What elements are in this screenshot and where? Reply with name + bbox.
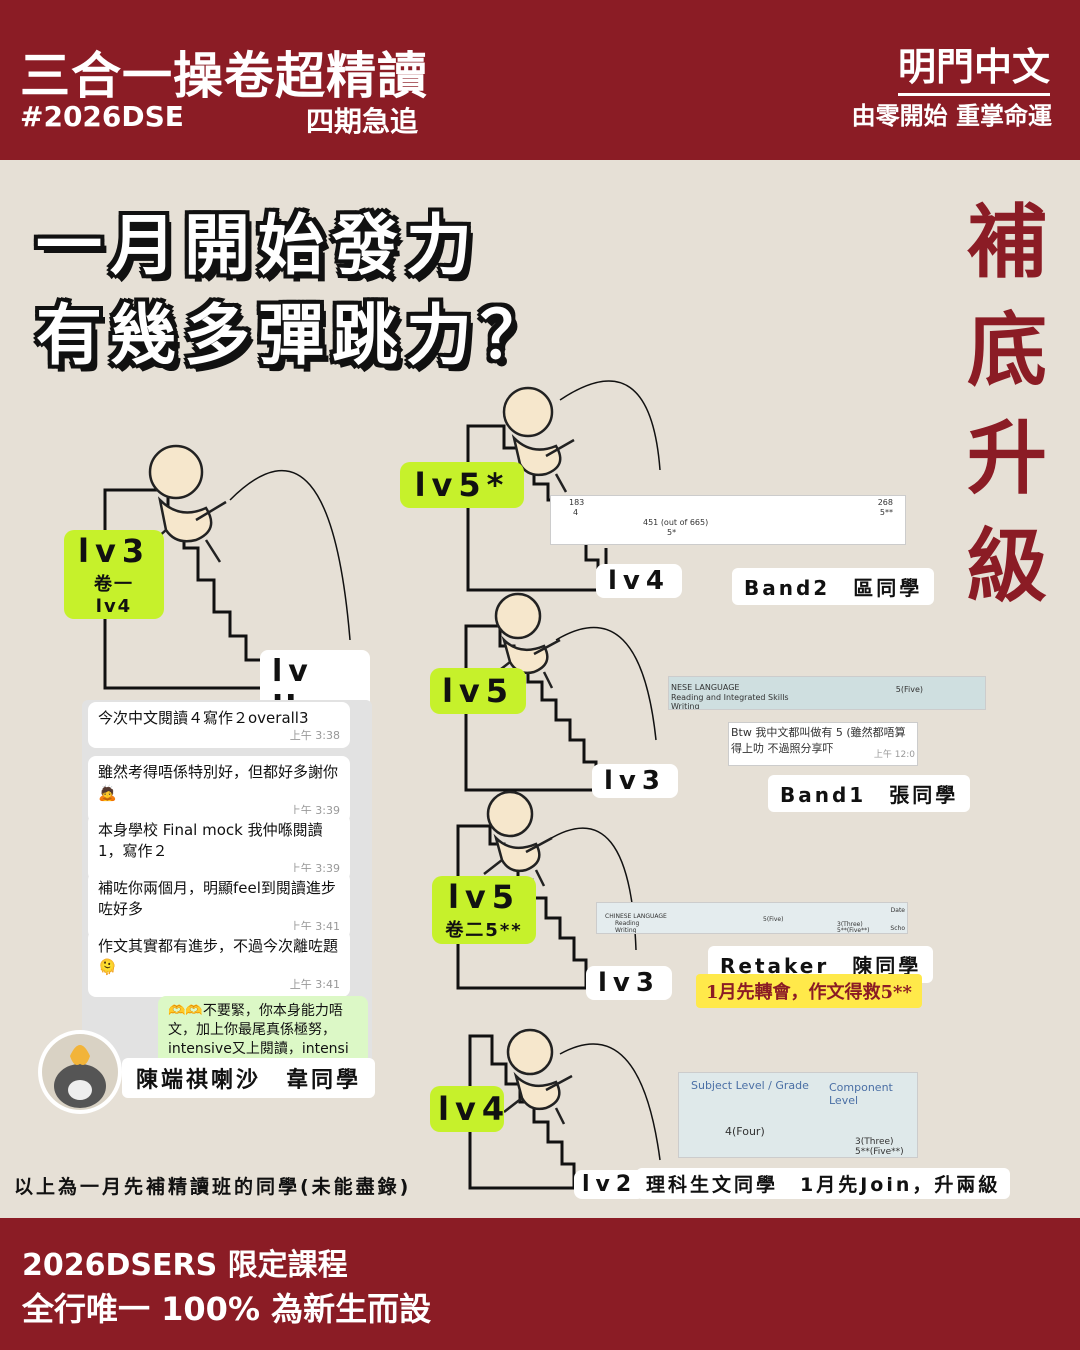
footer-line-1: 2026DSERS 限定課程: [22, 1248, 348, 1283]
course-subtitle: 四期急追: [306, 105, 419, 138]
chat-time: 上午 3:38: [289, 729, 340, 742]
result-text: 5*: [667, 528, 677, 537]
chat-text: 今次中文閱讀４寫作２overall3: [98, 709, 309, 727]
chat-bubble: 今次中文閱讀４寫作２overall3 上午 3:38: [88, 702, 350, 748]
chat-bubble: 本身學校 Final mock 我仲喺閱讀1，寫作２ 上午 3:39: [88, 814, 350, 881]
level-to-text: lv5: [441, 672, 515, 710]
chat-bubble: 補咗你兩個月，明顯feel到閱讀進步咗好多 上午 3:41: [88, 872, 350, 939]
chat-text: 作文其實都有進步，不過今次離咗題🫠: [98, 937, 339, 976]
vertical-char: 升: [967, 411, 1047, 505]
runner-figure: [483, 790, 553, 887]
result-text: Component Level: [829, 1081, 893, 1107]
level-to-badge: lv4: [430, 1086, 504, 1132]
jump-arc: [555, 626, 657, 741]
chat-time: 上午 3:39: [289, 862, 340, 875]
level-to-badge: lv5 卷二5**: [432, 876, 536, 944]
result-text: 5**(Five**): [855, 1147, 904, 1157]
chat-snippet: Btw 我中文都叫做有 5 (雖然都唔算得上叻 不過照分享吓 上午 12:0: [728, 722, 918, 766]
chat-bubble: 雖然考得唔係特別好，但都好多謝你🙇 上午 3:39: [88, 756, 350, 823]
chat-time: 上午 3:39: [289, 804, 340, 817]
student-name: Band2 區同學: [732, 568, 935, 605]
chat-text: 雖然考得唔係特別好，但都好多謝你🙇: [98, 763, 339, 802]
brand-slogan: 由零開始 重掌命運: [851, 102, 1052, 130]
level-to-badge: lv5*: [400, 462, 524, 508]
vertical-char: 補: [967, 195, 1047, 289]
level-from-badge: lv2: [574, 1170, 646, 1199]
level-to-text: lv5*: [414, 466, 510, 504]
level-from-badge: lv3: [586, 966, 672, 1000]
level-to-text: lv3: [78, 532, 151, 570]
result-text: Writing: [615, 927, 637, 934]
student-name: 理科生文同學 1月先Join，升兩級: [636, 1168, 1011, 1199]
chat-text: 本身學校 Final mock 我仲喺閱讀1，寫作２: [98, 821, 323, 860]
result-text: 5(Five): [895, 685, 923, 694]
result-text: 3(Three): [855, 1137, 894, 1147]
result-text: NESE LANGUAGE: [671, 683, 740, 692]
vertical-char: 級: [967, 519, 1047, 613]
level-to-subtext: 卷二5**: [445, 920, 523, 941]
result-text: 5**: [879, 508, 893, 517]
result-text: 4(Four): [725, 1125, 765, 1138]
course-title: 三合一操卷超精讀: [20, 46, 428, 105]
vertical-char: 底: [967, 303, 1047, 397]
footnote: 以上為一月先補精讀班的同學(未能盡錄): [14, 1176, 412, 1198]
brand-logo: 明門中文: [897, 36, 1050, 96]
result-slip: 183 268 4 5** 451 (out of 665) 5*: [550, 495, 906, 545]
result-slip: CHINESE LANGUAGE Reading Writing 5(Five)…: [596, 902, 908, 934]
avatar: [38, 1030, 122, 1114]
level-to-text: lv5: [447, 878, 521, 916]
highlight-note: 1月先轉會，作文得救5**: [696, 974, 922, 1008]
footer-line-2: 全行唯一 100% 為新生而設: [22, 1290, 432, 1328]
result-text: 4: [573, 508, 579, 517]
chat-time: 上午 3:41: [289, 920, 340, 933]
result-text: Date: [890, 907, 905, 914]
result-text: Writing: [671, 702, 700, 710]
result-text: Scho: [890, 925, 905, 932]
header-bar: 三合一操卷超精讀 #2026DSE 四期急追 明門中文 由零開始 重掌命運: [0, 0, 1080, 160]
result-text: 268: [877, 498, 893, 507]
result-slip: Subject Level / Grade Component Level 4(…: [678, 1072, 918, 1158]
student-name: 陳端祺喇沙 韋同學: [122, 1058, 376, 1098]
chat-time: 上午 3:41: [289, 978, 340, 991]
level-to-badge: lv3 卷一lv4: [64, 530, 164, 619]
level-from-badge: lv3: [592, 764, 678, 798]
result-text: 3(Three): [837, 921, 863, 928]
chat-reply-bubble: 🫶🫶不要緊，你本身能力唔 文，加上你最尾真係極努， intensive又上閱讀，…: [158, 996, 368, 1066]
runner-figure: [491, 592, 561, 689]
level-to-subtext: 卷一lv4: [94, 574, 134, 617]
result-text: CHINESE LANGUAGE: [605, 913, 667, 920]
chat-text: 補咗你兩個月，明顯feel到閱讀進步咗好多: [98, 879, 336, 918]
jump-arc: [229, 469, 351, 641]
result-text: Reading and Integrated Skills: [671, 693, 789, 702]
level-to-badge: lv5: [430, 668, 526, 714]
jump-arc: [559, 1043, 661, 1161]
runner-figure: [503, 1028, 573, 1125]
chat-time: 上午 12:0: [873, 750, 915, 760]
chat-text: Btw 我中文都叫做有 5 (雖然都唔算得上叻 不過照分享吓: [731, 726, 906, 755]
student-name: Band1 張同學: [768, 775, 971, 812]
runner-figure: [145, 444, 227, 563]
staircase: [468, 1034, 576, 1190]
footer-bar: 2026DSERS 限定課程 全行唯一 100% 為新生而設: [0, 1218, 1080, 1350]
headline-line-2: 有幾多彈跳力？: [36, 296, 554, 374]
result-text: 451 (out of 665): [643, 518, 709, 527]
result-text: Subject Level / Grade: [691, 1079, 809, 1092]
vertical-slogan: 補 底 升 級: [962, 188, 1052, 620]
hashtag: #2026DSE: [20, 100, 184, 133]
result-text: 5**(Five**): [837, 927, 870, 934]
level-from-badge: lv4: [596, 564, 682, 598]
result-text: 5(Five): [763, 916, 784, 923]
result-text: Reading: [615, 920, 640, 927]
level-to-text: lv4: [438, 1090, 511, 1128]
result-text: 183: [569, 498, 585, 507]
chat-screenshot: 今次中文閱讀４寫作２overall3 上午 3:38 雖然考得唔係特別好，但都好…: [82, 700, 372, 1070]
headline-line-1: 一月開始發力: [36, 206, 480, 284]
result-slip: NESE LANGUAGE Reading and Integrated Ski…: [668, 676, 986, 710]
jump-arc: [559, 380, 661, 471]
chat-bubble: 作文其實都有進步，不過今次離咗題🫠 上午 3:41: [88, 930, 350, 997]
